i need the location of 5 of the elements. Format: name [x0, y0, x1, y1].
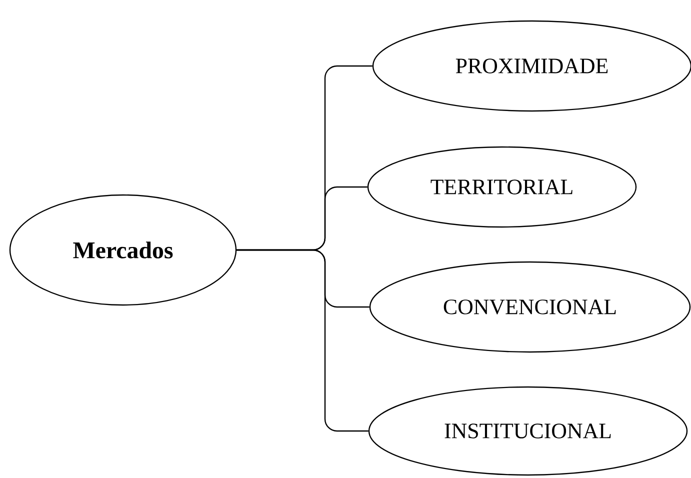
ellipse-node: TERRITORIAL [367, 146, 637, 228]
ellipse-node: CONVENCIONAL [369, 261, 691, 353]
connector [236, 249, 368, 432]
ellipse-node: Mercados [9, 194, 237, 306]
ellipse-node: INSTITUCIONAL [368, 386, 688, 476]
